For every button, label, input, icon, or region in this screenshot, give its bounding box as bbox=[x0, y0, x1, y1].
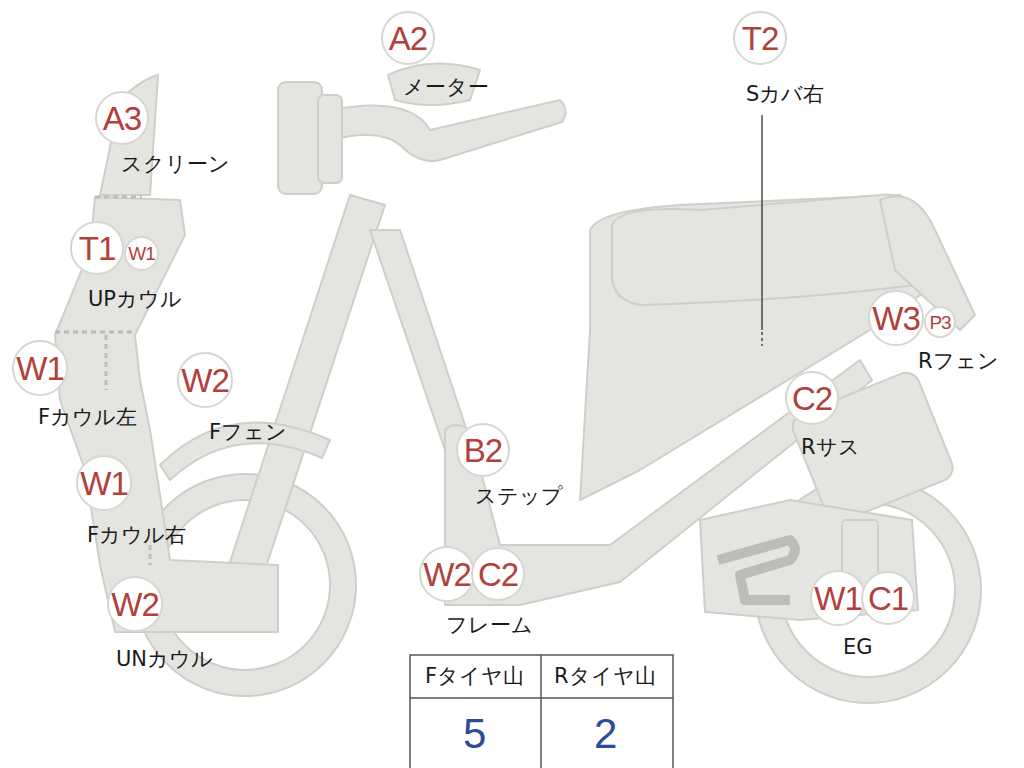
callout-code: B2 bbox=[464, 434, 502, 467]
callout-circle: C2 bbox=[785, 371, 839, 425]
part-name: Fカウル左 bbox=[38, 406, 137, 429]
callout-circle: W1 bbox=[76, 455, 132, 511]
callout-circle: B2 bbox=[456, 423, 510, 477]
part-name: メーター bbox=[403, 76, 489, 99]
part-name: スクリーン bbox=[121, 153, 230, 176]
part-name: Fフェン bbox=[209, 421, 287, 444]
callout-code: P3 bbox=[929, 313, 950, 332]
table-header: Rタイヤ山 bbox=[554, 665, 656, 688]
part-name: フレーム bbox=[446, 614, 533, 637]
callout-circle: T1 bbox=[70, 221, 124, 275]
callout-circle: W1 bbox=[810, 570, 866, 626]
callout-code: T1 bbox=[79, 232, 116, 265]
callout-code: T2 bbox=[742, 22, 779, 55]
table-value: 2 bbox=[594, 711, 617, 757]
callout-circle: T2 bbox=[733, 11, 787, 65]
part-name: EG bbox=[843, 636, 873, 659]
part-name: Sカバ右 bbox=[746, 83, 824, 106]
callout-circle: A2 bbox=[381, 11, 435, 65]
callout-code: W2 bbox=[181, 364, 229, 397]
callout-code: A2 bbox=[389, 22, 427, 55]
callout-circle: W2 bbox=[419, 546, 475, 602]
table-value: 5 bbox=[463, 711, 486, 757]
callout-code: A3 bbox=[103, 102, 141, 135]
callout-circle: W3 bbox=[868, 290, 924, 346]
part-name: ステップ bbox=[475, 485, 563, 508]
callout-circle: W1 bbox=[12, 340, 68, 396]
callout-code: W2 bbox=[423, 558, 471, 591]
callout-code: C1 bbox=[868, 582, 908, 615]
callout-circle: W1 bbox=[124, 236, 159, 271]
callout-circle: W2 bbox=[177, 352, 233, 408]
table-header: Fタイヤ山 bbox=[425, 665, 524, 688]
callout-code: W1 bbox=[80, 467, 128, 500]
callout-circle: W2 bbox=[107, 576, 163, 632]
callout-code: C2 bbox=[792, 382, 832, 415]
part-name: Rサス bbox=[801, 436, 860, 459]
callout-code: C2 bbox=[478, 558, 518, 591]
part-name: UPカウル bbox=[88, 288, 182, 311]
callout-circle: P3 bbox=[924, 306, 956, 338]
callout-code: W1 bbox=[16, 352, 64, 385]
callout-code: W2 bbox=[111, 588, 159, 621]
callout-code: W3 bbox=[872, 302, 920, 335]
callout-circle: C2 bbox=[471, 547, 525, 601]
part-name: Fカウル右 bbox=[87, 524, 186, 547]
part-name: Rフェン bbox=[918, 350, 999, 373]
callout-circle: A3 bbox=[95, 91, 149, 145]
callout-code: W1 bbox=[128, 244, 155, 263]
callout-code: W1 bbox=[814, 582, 862, 615]
callout-circle: C1 bbox=[861, 571, 915, 625]
part-name: UNカウル bbox=[116, 648, 213, 671]
